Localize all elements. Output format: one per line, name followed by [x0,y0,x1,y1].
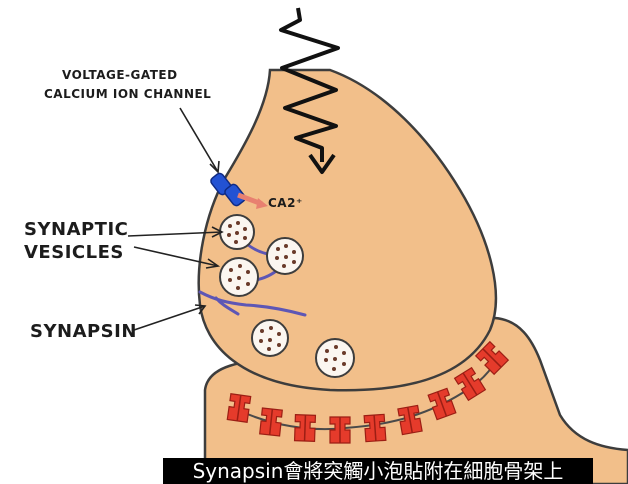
receptor-chain [237,354,499,431]
receptor-icon [293,414,317,442]
synaptic-vesicle [219,214,255,250]
zigzag-arrow-icon [279,7,340,174]
vesicles-label-line1: SYNAPTIC [24,219,129,240]
synapsin-label: SYNAPSIN [30,321,137,342]
synapsin-pointer [133,305,206,331]
channel-label-line1: VOLTAGE-GATED [62,68,178,82]
ion-channel-icon [210,172,246,207]
synaptic-vesicle [266,237,304,275]
receptor-icon [397,404,423,436]
synaptic-vesicle [315,338,355,378]
receptor-icon [474,340,510,376]
vesicle-pointer-bottom [133,246,219,267]
synaptic-vesicle [251,319,289,357]
calcium-ion-label: CA2⁺ [268,196,303,210]
receptor-icon [329,416,351,444]
calcium-ion-arrowhead [256,198,268,209]
synaptic-vesicle [219,257,259,297]
channel-label-line2: CALCIUM ION CHANNEL [44,87,212,101]
receptor-icon [226,393,252,423]
vesicle-pointer-top [127,231,223,237]
vesicles-label-line2: VESICLES [24,242,124,263]
channel-pointer [179,107,219,173]
video-subtitle: Synapsin會將突觸小泡貼附在細胞骨架上 [163,458,593,484]
label-pointers [127,107,224,331]
receptor-icon [453,366,487,402]
receptor-icon [259,407,283,437]
receptor-icon [427,387,457,421]
receptor-icon [363,413,387,443]
